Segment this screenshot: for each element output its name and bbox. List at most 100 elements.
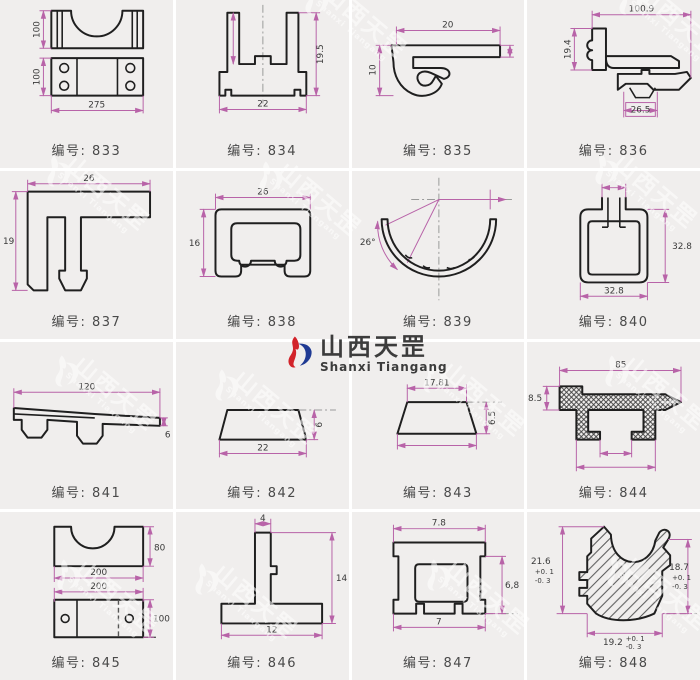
dim-value: 26° xyxy=(359,238,375,248)
dim-value: 80 xyxy=(154,544,166,554)
flame-icon xyxy=(288,336,312,368)
dim-value: 200 xyxy=(90,582,107,592)
dim-value: 21.6 xyxy=(531,557,551,567)
profile-outline xyxy=(53,525,158,639)
dim-value: 22 xyxy=(257,443,268,453)
profile-cell-842: 22 6 编号: 842 xyxy=(175,341,349,510)
profile-drawing-840: 32.8 32.8 xyxy=(579,183,692,300)
dimension-annotations: 4 14 12 xyxy=(220,514,347,640)
brand-name-en: Shanxi Tiangang xyxy=(320,360,448,375)
dim-value: 26 xyxy=(83,174,95,184)
profile-drawing-848: 21.6 +0. 1 -0. 3 18.7 +0. 1 -0. 3 19.2 +… xyxy=(531,525,698,650)
profile-outline xyxy=(389,44,501,97)
profile-number-label: 编号: 834 xyxy=(227,144,298,159)
dim-value: 6 xyxy=(165,430,171,440)
profile-outline xyxy=(214,208,311,278)
dim-value: 10 xyxy=(368,64,378,76)
profile-cell-844: 85 8.5 编号: 844 xyxy=(527,341,700,510)
dim-value: 6.5 xyxy=(488,410,498,424)
profile-cell-833: 100 100 275 编号: 833 xyxy=(0,0,173,168)
profile-cell-841: 120 6 编号: 841 xyxy=(0,341,173,510)
profile-drawing-833: 100 100 275 xyxy=(32,9,145,114)
dimension-annotations: 21.6 +0. 1 -0. 3 18.7 +0. 1 -0. 3 19.2 +… xyxy=(531,526,693,650)
dim-value: 4 xyxy=(260,514,266,524)
dim-value: 85 xyxy=(615,360,626,370)
dimension-annotations: 20 10 xyxy=(368,21,514,97)
profile-outline xyxy=(579,196,649,284)
dim-tolerance: -0. 3 xyxy=(535,577,551,585)
dimension-annotations: 85 8.5 xyxy=(528,360,683,471)
profile-outline xyxy=(12,406,161,445)
dim-value: 100.9 xyxy=(629,5,655,15)
profile-drawing-839: 26° xyxy=(359,177,512,300)
profile-drawing-846: 4 14 12 xyxy=(220,514,347,640)
profile-drawing-838: 26 16 xyxy=(189,187,311,278)
profile-cell-838: 26 16 编号: 838 xyxy=(175,170,349,339)
dimension-annotations: 80 200 200 100 xyxy=(53,526,170,639)
profile-number-label: 编号: 835 xyxy=(402,144,473,159)
profile-drawing-844: 85 8.5 xyxy=(528,360,683,471)
profile-number-label: 编号: 848 xyxy=(578,656,649,672)
dim-value: 32.8 xyxy=(672,242,692,252)
profile-cell-840: 32.8 32.8 编号: 840 xyxy=(527,170,700,339)
profile-number-label: 编号: 845 xyxy=(51,656,122,672)
profile-number-label: 编号: 840 xyxy=(578,314,649,330)
dim-value: 100 xyxy=(153,615,170,625)
dim-value: 120 xyxy=(78,382,95,392)
profile-number-label: 编号: 842 xyxy=(227,485,298,501)
profile-drawing-835: 20 10 xyxy=(368,21,514,97)
dim-value: 17.81 xyxy=(424,378,449,388)
profile-cell-848: 21.6 +0. 1 -0. 3 18.7 +0. 1 -0. 3 19.2 +… xyxy=(527,512,700,680)
profile-number-label: 编号: 846 xyxy=(227,656,298,672)
profile-cell-835: 20 10 编号: 835 xyxy=(351,0,525,168)
profile-drawing-845: 80 200 200 100 xyxy=(53,525,170,639)
dimension-annotations: 100 100 275 xyxy=(32,9,145,114)
profile-cell-845: 80 200 200 100 编号: 845 xyxy=(0,512,173,680)
dim-value: 26.5 xyxy=(631,105,651,115)
profile-number-label: 编号: 844 xyxy=(578,485,649,501)
dim-tolerance: -0. 3 xyxy=(626,643,642,650)
dim-value: 16 xyxy=(189,239,201,249)
profile-outline xyxy=(391,541,518,615)
dim-value: 20 xyxy=(442,21,454,31)
profile-drawing-836: 100.9 19.4 26.5 xyxy=(564,5,693,118)
dim-value: 12 xyxy=(266,626,277,636)
profile-drawing-847: 7.8 6,8 7 xyxy=(391,519,519,632)
dim-value: 6,8 xyxy=(505,581,519,591)
dimension-annotations: 17.81 6.5 xyxy=(396,378,498,449)
dim-value: 200 xyxy=(90,568,107,578)
profile-number-label: 编号: 847 xyxy=(402,656,473,672)
profile-number-label: 编号: 841 xyxy=(51,485,122,501)
profile-outline xyxy=(26,190,152,292)
dim-value: 18.7 xyxy=(669,563,689,573)
dim-value: 100 xyxy=(32,68,42,85)
profile-drawing-834: 19.5 22 xyxy=(218,4,326,114)
dimension-annotations: 7.8 6,8 7 xyxy=(392,519,519,632)
profile-outline xyxy=(220,531,323,625)
dim-value: 19 xyxy=(3,237,15,247)
profile-outline xyxy=(380,218,497,278)
dimension-annotations: 19.5 22 xyxy=(218,11,326,114)
dim-value: 19.2 xyxy=(603,638,623,648)
dim-value: 275 xyxy=(88,100,105,110)
profile-outline xyxy=(218,4,308,104)
dim-value: 8.5 xyxy=(528,394,542,404)
dim-value: 7.8 xyxy=(431,519,445,529)
profile-outline xyxy=(50,9,145,97)
brand-text: 山西天罡 Shanxi Tiangang xyxy=(320,333,448,375)
dim-tolerance: -0. 3 xyxy=(672,583,688,591)
dim-value: 32.8 xyxy=(604,286,624,296)
profile-cell-837: 26 19 编号: 837 xyxy=(0,170,173,339)
dimension-annotations: 120 6 xyxy=(12,382,171,440)
dim-value: 19.5 xyxy=(316,44,326,64)
brand-logo: 山西天罡 Shanxi Tiangang xyxy=(281,331,448,377)
dimension-annotations: 22 6 xyxy=(218,408,325,457)
profile-number-label: 编号: 843 xyxy=(402,485,473,501)
profile-outline xyxy=(586,27,693,99)
dim-value: 26 xyxy=(257,187,269,197)
profile-drawing-841: 120 6 xyxy=(12,382,171,445)
profile-cell-839: 26° 编号: 839 xyxy=(351,170,525,339)
profile-cell-834: 19.5 22 编号: 834 xyxy=(175,0,349,168)
